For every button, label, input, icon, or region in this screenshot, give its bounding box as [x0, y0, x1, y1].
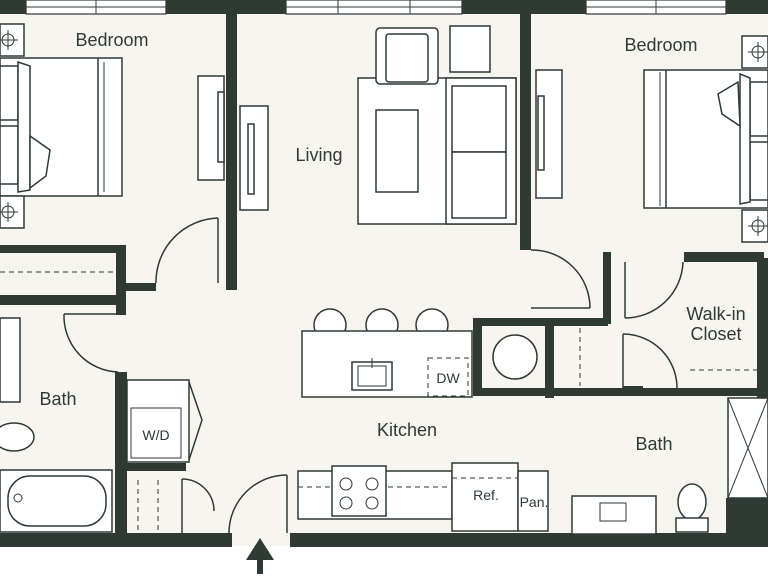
fixture-label-refrigerator: Ref.	[473, 487, 499, 503]
ceiling-fixture-icon	[741, 35, 768, 243]
living-furniture	[357, 25, 517, 225]
room-label-bedroom-left: Bedroom	[75, 30, 148, 50]
room-label-living: Living	[295, 145, 342, 165]
bath-right-fixtures	[571, 397, 768, 535]
closets	[0, 69, 760, 386]
fixture-label-dishwasher: DW	[436, 370, 460, 386]
entry-arrow-icon	[246, 538, 274, 574]
kitchen-counter	[297, 462, 549, 532]
bed-right	[643, 69, 768, 209]
room-label-kitchen: Kitchen	[377, 420, 437, 440]
room-label-bedroom-right: Bedroom	[624, 35, 697, 55]
doors	[63, 217, 684, 534]
fixture-label-washer-dryer: W/D	[142, 427, 169, 443]
kitchen-island	[301, 308, 473, 398]
ceiling-fixture-icon	[0, 23, 25, 229]
washer-dryer	[126, 379, 203, 463]
bath-left-fixtures	[0, 317, 159, 533]
bed-left	[0, 57, 123, 197]
room-label-walkin-closet-line1: Walk-in	[686, 304, 745, 324]
room-label-bath-left: Bath	[39, 389, 76, 409]
fixture-label-pantry: Pan.	[520, 494, 549, 510]
windows	[25, 0, 727, 15]
water-heater	[492, 334, 538, 380]
interior-walls	[0, 10, 764, 534]
room-label-walkin-closet-line2: Closet	[690, 324, 741, 344]
room-label-bath-right: Bath	[635, 434, 672, 454]
